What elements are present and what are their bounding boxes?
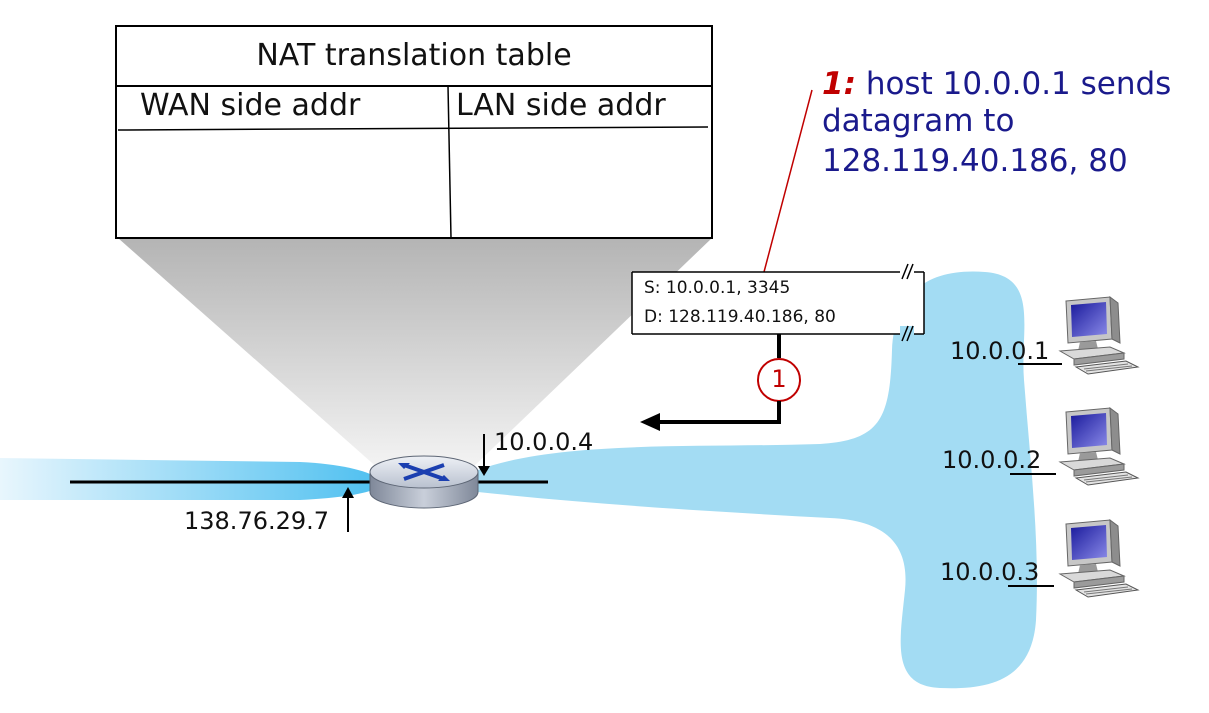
- nat-translation-table: [115, 25, 713, 239]
- wan-ip-pointer: [342, 487, 354, 532]
- host-2-computer-icon: [1010, 407, 1139, 486]
- annotation-line-2: datagram to: [822, 103, 1015, 139]
- host-3-ip: 10.0.0.3: [940, 558, 1040, 586]
- annotation-step: 1:: [822, 66, 856, 102]
- router-icon: [369, 455, 479, 509]
- datagram-source: S: 10.0.0.1, 3345: [644, 278, 791, 298]
- datagram-box: [631, 263, 925, 342]
- nat-table-title: NAT translation table: [256, 38, 572, 73]
- annotation-line-1-text: host 10.0.0.1 sends: [855, 66, 1172, 102]
- host-2-ip: 10.0.0.2: [942, 446, 1042, 474]
- annotation-line-1: 1: host 10.0.0.1 sends: [822, 66, 1171, 103]
- annotation-leader-line: [763, 89, 813, 273]
- nat-table-header-wan: WAN side addr: [140, 88, 361, 123]
- lan-ip-pointer: [478, 434, 490, 476]
- lan-network-cloud: [478, 271, 1037, 689]
- router-wan-ip: 138.76.29.7: [184, 507, 330, 535]
- host-1-computer-icon: [1018, 296, 1139, 375]
- host-1-ip: 10.0.0.1: [950, 337, 1050, 365]
- annotation-line-3: 128.119.40.186, 80: [822, 143, 1128, 179]
- wan-network-band: [0, 458, 378, 500]
- host-3-computer-icon: [1008, 519, 1139, 598]
- nat-table-header-lan: LAN side addr: [456, 88, 666, 123]
- router-lan-ip: 10.0.0.4: [494, 428, 594, 456]
- step-marker: 1: [771, 365, 787, 393]
- zoom-cone: [118, 238, 712, 470]
- datagram-flow-arrow: [640, 334, 801, 431]
- datagram-dest: D: 128.119.40.186, 80: [644, 307, 836, 327]
